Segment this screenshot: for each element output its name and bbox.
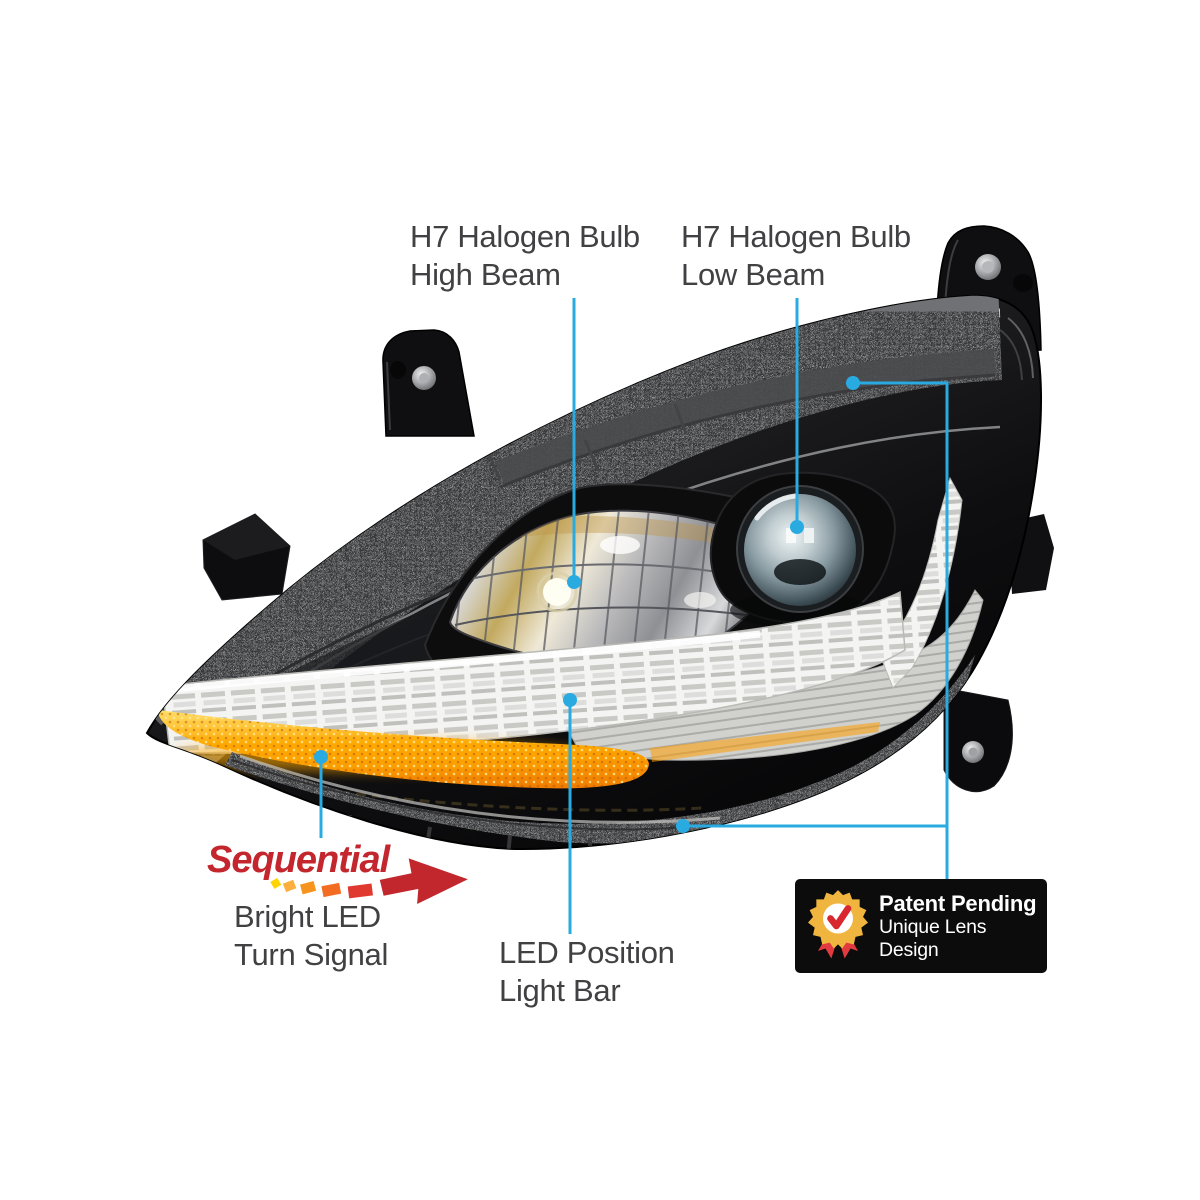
top-trim-band bbox=[147, 295, 1003, 771]
low-beam-projector bbox=[709, 471, 896, 628]
badge-line: Design bbox=[879, 938, 939, 961]
label-line: H7 Halogen Bulb bbox=[681, 219, 911, 254]
patent-pending-badge: Patent Pending Unique Lens Design bbox=[795, 879, 1047, 973]
label-line: H7 Halogen Bulb bbox=[410, 219, 640, 254]
mounting-bracket-bottom-right bbox=[943, 687, 1013, 793]
badge-line: Unique Lens bbox=[879, 915, 987, 938]
bracket-hole bbox=[1013, 274, 1033, 292]
sequential-arrow-icon bbox=[270, 858, 468, 904]
label-line: Light Bar bbox=[499, 973, 621, 1008]
rosette-check-icon bbox=[808, 890, 868, 959]
label-line: High Beam bbox=[410, 257, 561, 292]
label-line: Turn Signal bbox=[234, 937, 389, 972]
label-line: Bright LED bbox=[234, 899, 381, 934]
badge-text: Patent Pending Unique Lens Design bbox=[879, 890, 1037, 962]
high-beam-bulb bbox=[543, 578, 571, 606]
sequential-tag: Sequential bbox=[207, 839, 390, 881]
badge-title: Patent Pending bbox=[879, 890, 1037, 916]
label-turn-signal: Bright LED Turn Signal bbox=[234, 898, 388, 974]
label-low-beam: H7 Halogen Bulb Low Beam bbox=[681, 218, 911, 294]
label-position-bar: LED Position Light Bar bbox=[499, 934, 675, 1010]
turn-signal-strip bbox=[158, 710, 880, 789]
label-line: Low Beam bbox=[681, 257, 826, 292]
label-high-beam: H7 Halogen Bulb High Beam bbox=[410, 218, 640, 294]
bracket-hole bbox=[390, 361, 406, 379]
projector-lens bbox=[744, 494, 856, 606]
label-line: LED Position bbox=[499, 935, 675, 970]
